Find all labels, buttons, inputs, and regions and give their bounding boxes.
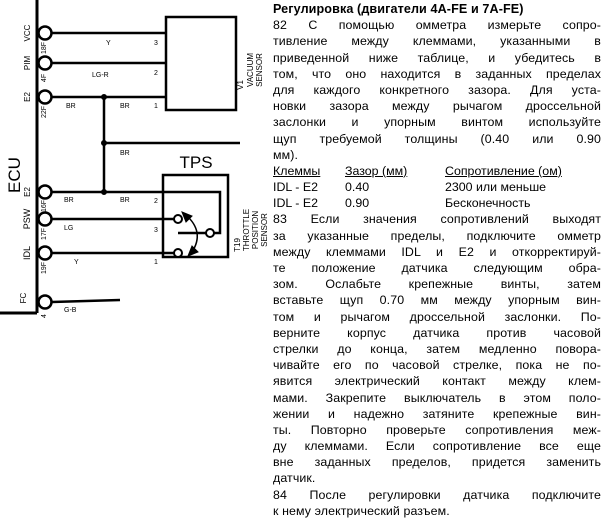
text-line: приведенной ниже таблице, и убедитесь в [273,50,601,65]
text-line: верните корпус датчика против часовой [273,325,601,340]
text-line: вне заданных пределов, придется заменить [273,455,601,470]
pin-number: 1 [154,103,158,110]
text-line: явится электрический контакт между клем- [273,374,601,389]
wire-color-label: BR [64,197,74,204]
ecu-label: ECU [5,157,24,193]
terminal-vcc [37,25,53,41]
text-line: те положение датчика следующим обра- [273,261,601,275]
vacuum-sensor-id: V1 [236,80,245,90]
text-line: к нему электрический разъем. [273,503,450,518]
tps-box [161,173,230,259]
instructions-column: Регулировка (двигатели 4A-FE и 7A-FE) 82… [273,1,601,519]
pin-number: 3 [154,40,158,47]
pin-number: 17F [41,228,48,240]
text-line: датчик. [273,471,316,486]
pin-number: 3 [154,227,158,234]
pin-number: 4F [41,74,48,82]
table-cell: IDL - E2 [273,196,318,211]
vacuum-sensor-box [164,15,238,112]
wire-color-label: LG [64,225,73,232]
wire-color-label: BR [120,197,130,204]
text-line: заслонки и упорным винтом используйте [273,115,601,130]
tps-name: SENSOR [260,213,269,247]
text-line: вставьте щуп 0.70 мм между упорным вин- [273,293,601,308]
table-row: IDL - E2 0.40 2300 или меньше [273,179,601,195]
table-header: Клеммы Зазор (мм) Сопротивление (ом) [273,163,601,179]
text-line: для каждого конкретного зазора. Для уста… [273,82,601,97]
terminal-psw [37,211,53,227]
text-line: ты. Повторно проверьте сопротивления меж… [273,422,601,437]
text-line: ду клеммами. Если сопротивление все еще [273,439,601,454]
wiring-diagram: ECU TPS VCC PIM E2 E2 PSW IDL FC 18F 4F … [0,0,269,318]
text-line: тивление между клеммами, указанными в [273,34,601,49]
terminal-name: FC [19,292,28,303]
pin-number: 2 [154,70,158,77]
terminal-name: E2 [23,92,32,102]
pin-number: 18F [41,42,48,54]
table-cell: 2300 или меньше [445,180,547,195]
terminal-e2-16f [37,184,53,200]
text-line: 84 После регулировки датчика подключите [273,487,601,502]
terminal-name: PIM [23,56,32,71]
text-line: том и рычагом дроссельной заслонки. По- [273,309,601,324]
tps-label: TPS [179,153,212,172]
text-line: 82 С помощью омметра измерьте сопро- [273,18,601,33]
text-line: мм). [273,147,299,162]
vacuum-sensor-name: VACUUM [246,53,255,87]
wire-color-label: BR [66,103,76,110]
pin-number: 2 [154,198,158,205]
terminal-name: E2 [23,187,32,197]
text-line: том, что оно находится в заданных предел… [273,66,601,81]
section-title: Регулировка (двигатели 4A-FE и 7A-FE) [273,2,524,16]
terminal-name: PSW [22,208,32,229]
table-cell: 0.90 [345,196,370,211]
terminal-name: VCC [23,24,32,41]
pin-number: 16F [41,200,48,212]
terminal-pim [37,55,53,71]
tps-id: T19 [233,238,242,252]
text-line: за указанные пределы, подключите омметр [273,228,601,243]
tps-name: THROTTLE [242,209,251,251]
table-cell: IDL - E2 [273,180,318,195]
text-line: щуп требуемой толщины (0.40 или 0.90 [273,131,601,146]
wire-color-label: Y [74,259,79,266]
col-header: Клеммы [273,163,321,178]
text-line: между клеммами IDL и E2 и откорректируй- [273,244,601,259]
pin-number: 4 [41,314,48,318]
wire-color-label: LG-R [92,72,109,79]
text-line: зом. Ослабьте крепежные винты, затем [273,277,601,292]
wire-color-label: BR [120,103,130,110]
terminal-e2-22f [37,89,53,105]
pin-number: 19F [41,262,48,274]
wire-color-label: BR [120,150,130,157]
table-cell: Бесконечность [445,196,531,211]
col-header: Зазор (мм) [345,163,408,178]
text-line: 83 Если значения сопротивлений выходят [273,212,601,227]
tps-name: POSITION [251,211,260,249]
table-row: IDL - E2 0.90 Бесконечность [273,195,601,211]
wire-color-label: G-B [64,307,77,314]
col-header: Сопротивление (ом) [445,163,562,178]
text-line: чивайте его по часовой стрелке, пока не … [273,358,601,373]
paragraph-82: 82 С помощью омметра измерьте сопро-тивл… [273,17,601,163]
pin-number: 1 [154,259,158,266]
pin-number: 22F [41,106,48,118]
vacuum-sensor-name: SENSOR [255,53,264,87]
text-line: жении и надежно затяните крепежные вин- [273,406,601,421]
terminal-name: IDL [22,246,32,260]
table-cell: 0.40 [345,180,370,195]
text-line: стрелки до конца, затем медленно повора- [273,341,601,356]
terminal-fc [37,294,53,310]
text-line: новки зазора между рычагом дроссельной [273,99,601,114]
text-line: мами. Закрепите выключатель в этом поло- [273,390,601,405]
terminal-idl [37,245,53,261]
wire-color-label: Y [106,40,111,47]
